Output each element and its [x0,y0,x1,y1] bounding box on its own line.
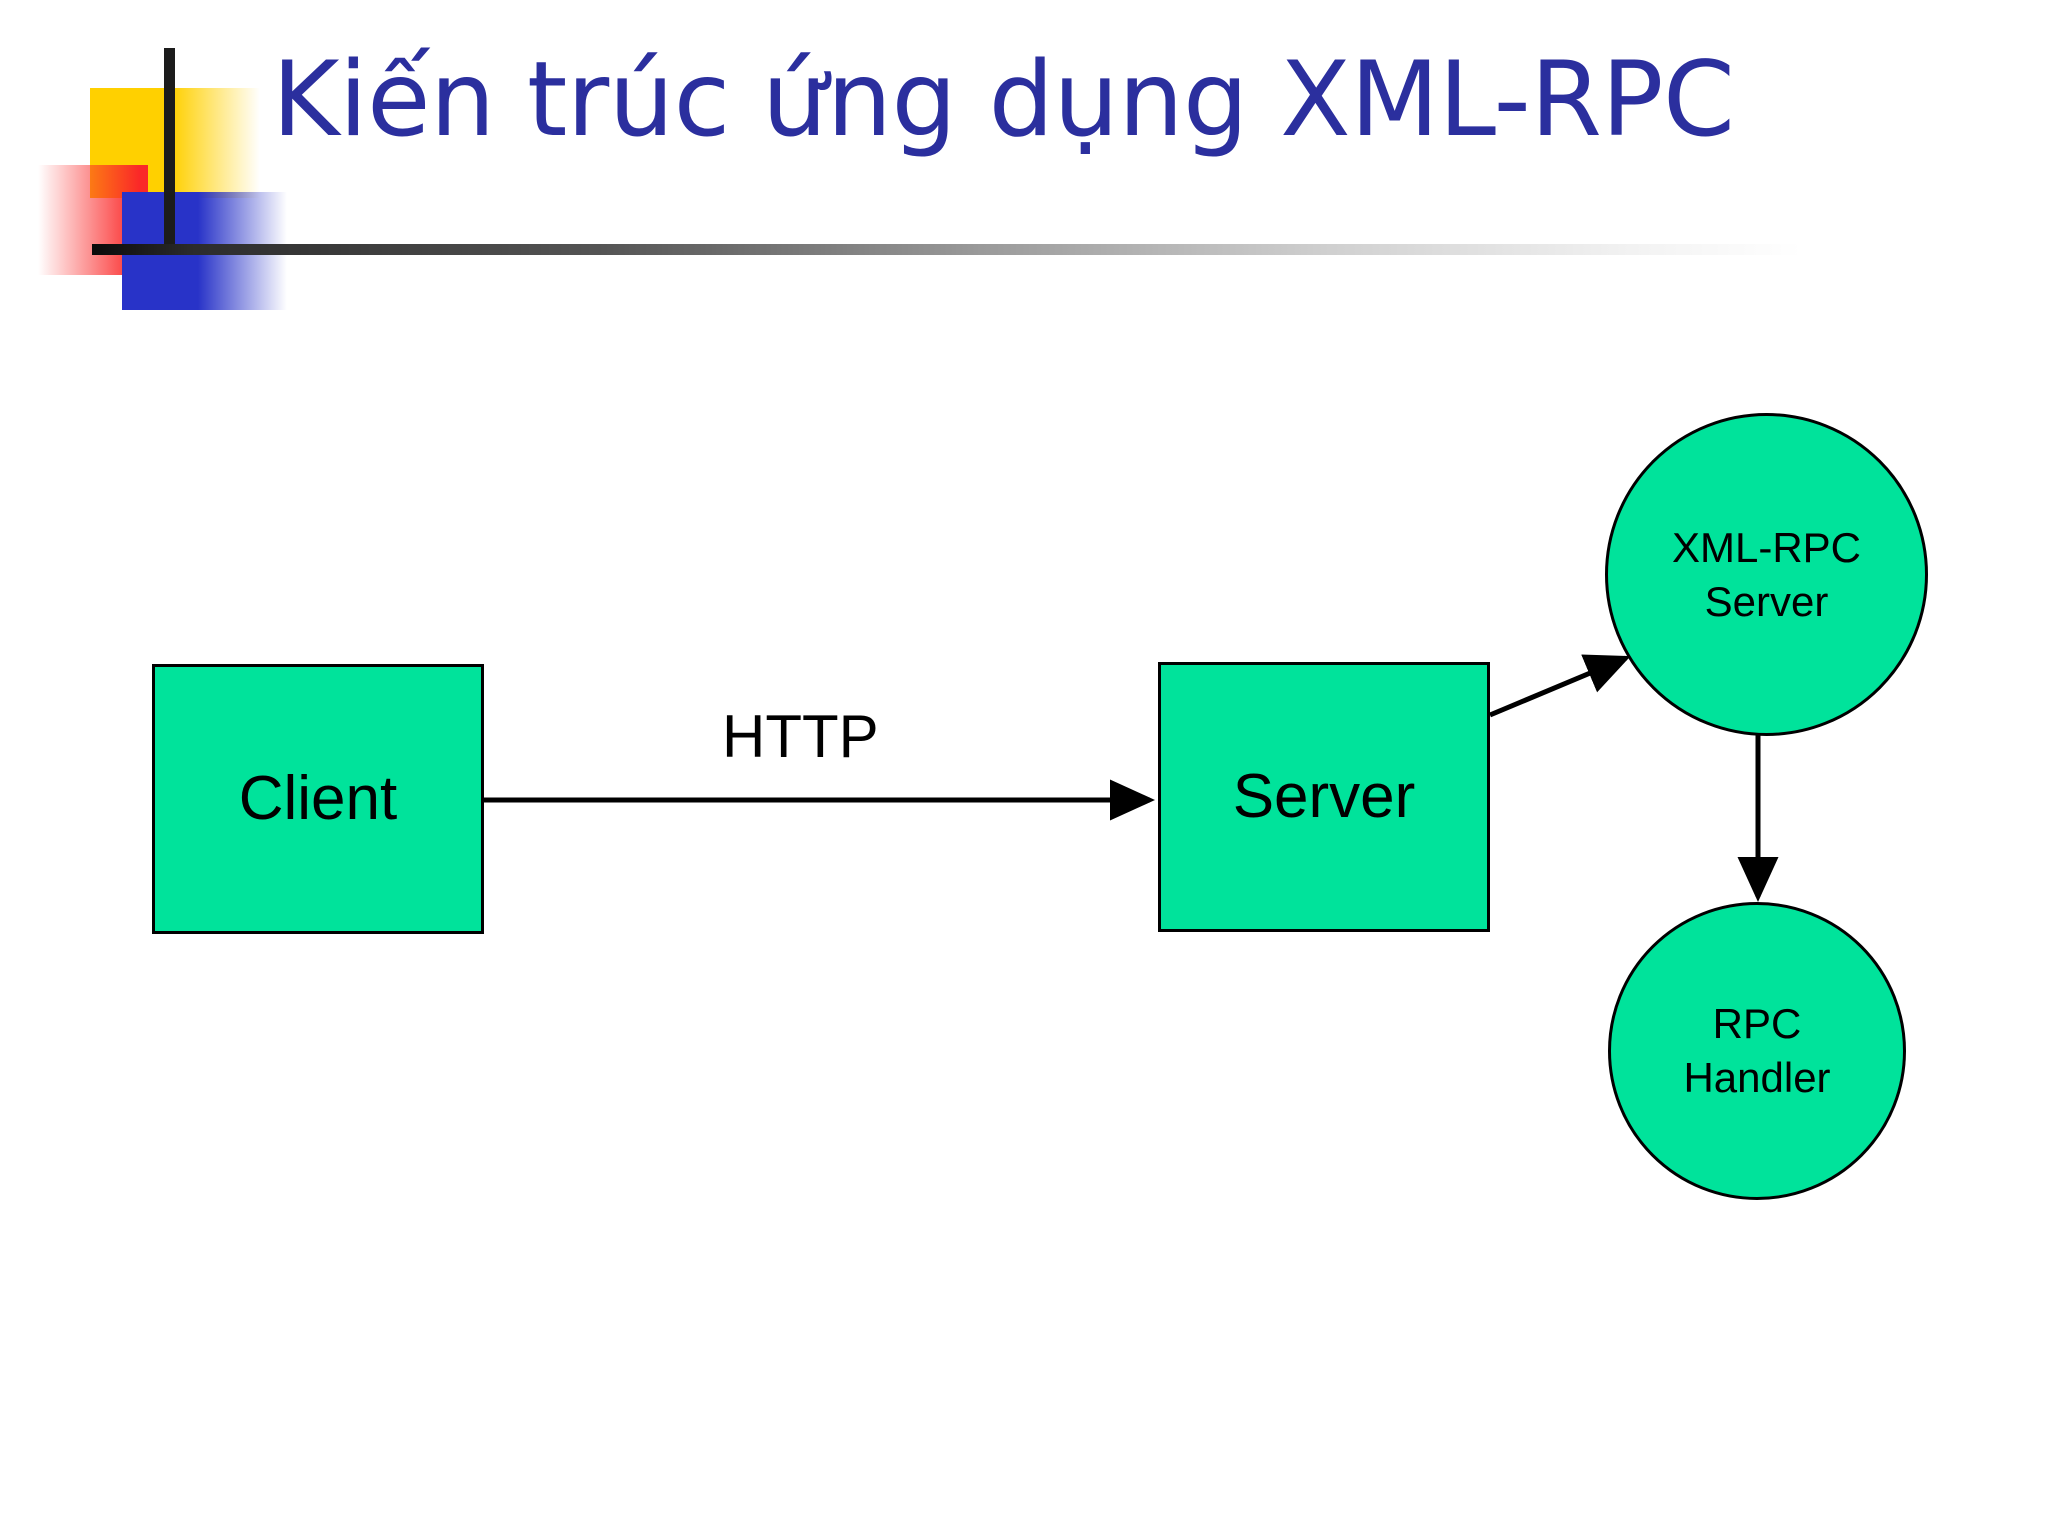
edge-server-to-xmlrpc-server [1489,654,1631,718]
diagram-node-xmlrpc-server-label-line2: Server [1704,577,1829,625]
logo-horizontal-rule [92,244,1802,255]
diagram-node-rpc-handler-label-line1: RPC [1712,1000,1802,1048]
diagram-node-server[interactable]: Server [1158,662,1490,932]
diagram-node-xmlrpc-server-label-line1: XML-RPC [1671,523,1862,571]
diagram-node-server-label: Server [1232,762,1416,832]
diagram-node-client[interactable]: Client [152,664,484,934]
diagram-node-rpc-handler-label-line2: Handler [1683,1054,1831,1101]
diagram-node-xmlrpc-server[interactable]: XML-RPC Server [1605,413,1928,736]
edge-label-http: HTTP [722,703,879,770]
diagram-node-rpc-handler[interactable]: RPC Handler [1608,902,1906,1200]
diagram-node-client-label: Client [238,764,398,834]
page-title: Kiến trúc ứng dụng XML-RPC [272,40,1735,160]
logo-vertical-bar [164,48,175,246]
